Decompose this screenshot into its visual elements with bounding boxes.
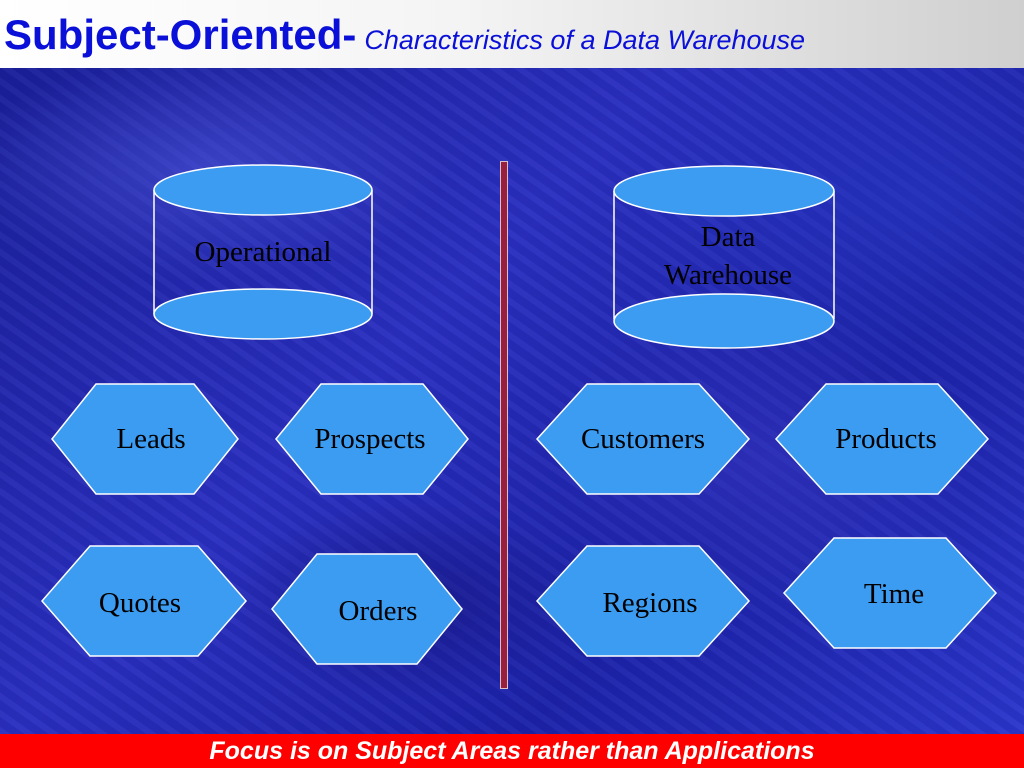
warehouse-label-line2: Warehouse [663, 258, 793, 291]
slide-subtitle: Characteristics of a Data Warehouse [364, 25, 806, 55]
operational-cylinder [153, 164, 373, 340]
hexagon-orders [271, 553, 463, 665]
warehouse-label-line1: Data [700, 221, 756, 253]
subject-label-quotes: Quotes [98, 587, 182, 619]
hexagon-leads [51, 383, 239, 495]
footer-bar: Focus is on Subject Areas rather than Ap… [0, 734, 1024, 768]
title-main-text: Subject-Oriented- [4, 11, 357, 58]
hexagon-time [782, 537, 998, 649]
data-warehouse-cylinder [613, 165, 835, 349]
divider-line [500, 161, 508, 689]
subject-label-orders: Orders [338, 595, 418, 627]
subject-label-time: Time [863, 578, 925, 610]
subject-label-products: Products [835, 423, 937, 455]
footer-text: Focus is on Subject Areas rather than Ap… [209, 737, 815, 765]
hexagon-prospects [275, 383, 469, 495]
subject-label-customers: Customers [580, 423, 706, 455]
hexagon-products [774, 383, 990, 495]
title-bar: Subject-Oriented-Characteristics of a Da… [0, 0, 1024, 68]
subject-label-regions: Regions [602, 587, 698, 619]
warehouse-store-label: Data Warehouse [612, 219, 844, 294]
slide-title: Subject-Oriented-Characteristics of a Da… [4, 14, 805, 56]
hexagon-customers [535, 383, 751, 495]
subject-label-leads: Leads [116, 423, 186, 455]
subject-label-prospects: Prospects [314, 423, 426, 455]
hexagon-regions [535, 545, 751, 657]
hexagon-quotes [41, 545, 247, 657]
operational-store-label: Operational [194, 236, 332, 268]
